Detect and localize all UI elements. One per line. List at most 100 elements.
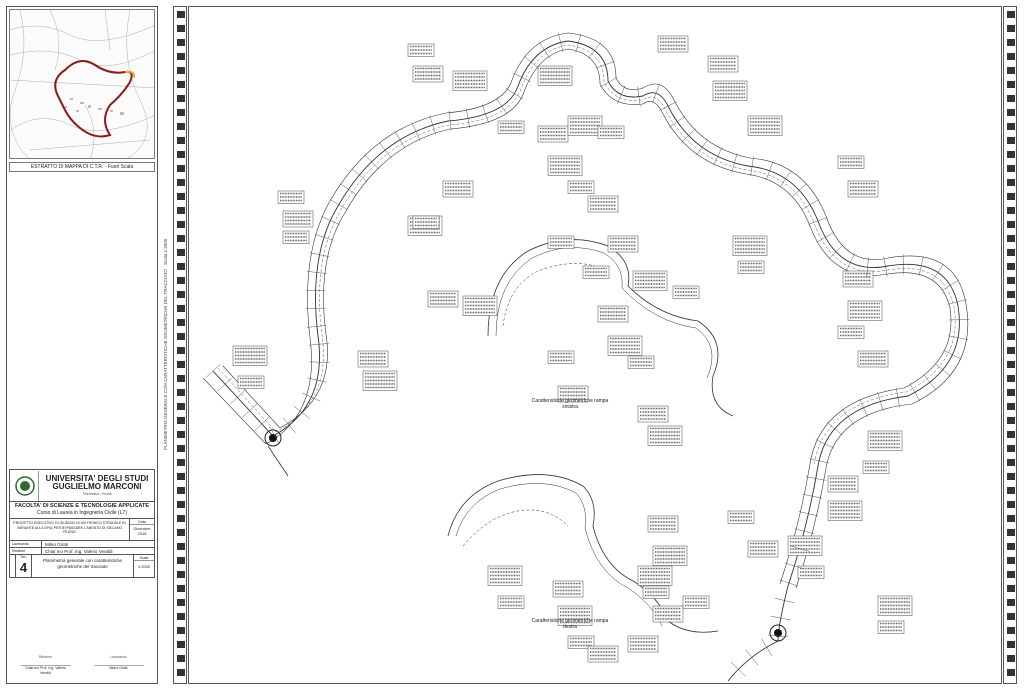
faculty-name: FACOLTA' DI SCIENZE E TECNOLOGIE APPLICA… [14, 503, 150, 509]
right-ramp-caption: Caratteristiche geometriche rampa destra [531, 618, 609, 630]
side-scale-text: Scala 1:2000 [163, 238, 168, 265]
data-table-block [707, 55, 739, 73]
data-table-block [827, 475, 859, 493]
drawing-frame [188, 6, 1002, 684]
data-table-block [282, 230, 310, 244]
table-description: Planimetria generale con caratteristiche… [32, 555, 134, 577]
data-table-block [552, 580, 584, 598]
university-row: UNIVERSITA' DEGLI STUDI GUGLIELMO MARCON… [10, 470, 154, 502]
data-table-block [747, 540, 779, 558]
scale-value: 1:2000 [137, 564, 151, 569]
advisor-signature-name: Chiar.mo Prof. Ing. Valerio Veraldi [20, 665, 71, 675]
cartouche-column: ESTRATTO DI MAPPA DI C.T.R. - Fuori Scal… [6, 6, 158, 684]
data-table-block [567, 635, 595, 649]
data-table-block [837, 155, 865, 169]
right-strip-ticks [1007, 11, 1015, 676]
data-table-block [237, 375, 265, 389]
data-table-block [412, 65, 444, 83]
roundabout-south [769, 624, 787, 642]
data-table-block [637, 565, 673, 586]
advisor-name: Chiar.mo Prof. Ing. Valerio Veraldi [45, 549, 113, 554]
road-plan-svg [202, 32, 970, 682]
data-table-block [547, 155, 583, 176]
student-signature: Laureando Mirko Girati [93, 655, 144, 681]
data-table-block [567, 115, 603, 136]
data-table-block [427, 290, 459, 308]
student-signature-role: Laureando [110, 655, 127, 659]
university-name: UNIVERSITA' DEGLI STUDI GUGLIELMO MARCON… [45, 474, 149, 491]
date-label: Data [130, 519, 154, 525]
project-row: PROGETTO ESECUTIVO DI GIUDIZIO DI UN TRO… [10, 519, 154, 541]
data-table-block [862, 460, 890, 474]
data-table-block [787, 535, 823, 556]
data-table-block [537, 65, 573, 86]
data-table-block [557, 385, 589, 403]
data-table-block [497, 595, 525, 609]
data-table-block [647, 425, 683, 446]
data-table-block [737, 260, 765, 274]
data-table-block [647, 515, 679, 533]
data-table-block [487, 565, 523, 586]
data-table-block [277, 190, 305, 204]
data-table-block [497, 120, 525, 134]
title-block: UNIVERSITA' DEGLI STUDI GUGLIELMO MARCON… [9, 469, 155, 578]
minimap-svg [10, 10, 154, 158]
student-name: Mirko Girati [45, 542, 69, 547]
data-table-block [462, 295, 498, 316]
data-table-block [232, 345, 268, 366]
left-ramp-alignment [487, 239, 734, 417]
data-table-block [642, 585, 670, 599]
advisor-role: Relatore [10, 548, 42, 554]
table-info-row: Tav. 4 Planimetria generale con caratter… [10, 555, 154, 577]
side-title: PLANIMETRIA GENERALE CON CARATTERISTICHE… [160, 269, 172, 450]
left-ramp-caption: Caratteristiche geometriche rampa sinist… [531, 398, 609, 410]
minimap-caption: ESTRATTO DI MAPPA DI C.T.R. - Fuori Scal… [9, 162, 155, 172]
side-scale: Scala 1:2000 [160, 225, 172, 265]
data-table-block [632, 270, 668, 291]
data-table-block [657, 35, 689, 53]
data-table-block [597, 305, 629, 323]
data-table-block [597, 125, 625, 139]
data-table-block [357, 350, 389, 368]
table-number: 4 [19, 560, 28, 575]
university-logo-icon [11, 471, 39, 501]
data-table-block [362, 370, 398, 391]
data-table-block [582, 265, 610, 279]
left-border-strip [173, 6, 187, 684]
data-table-block [877, 620, 905, 634]
data-table-block [837, 325, 865, 339]
data-table-block [567, 180, 595, 194]
data-table-block [557, 605, 593, 626]
data-table-block [842, 270, 874, 288]
scale-label: Scala [134, 555, 154, 561]
data-table-block [547, 350, 575, 364]
data-table-block [747, 115, 783, 136]
roundabout-west [264, 429, 289, 477]
project-title: PROGETTO ESECUTIVO DI GIUDIZIO DI UN TRO… [10, 519, 130, 540]
advisor-signature-role: Relatore [38, 655, 53, 659]
data-table-block [442, 180, 474, 198]
data-table-block [537, 125, 569, 143]
data-table-block [797, 565, 825, 579]
chainage-ticks [205, 32, 970, 677]
data-table-block [282, 210, 314, 228]
faculty-row: FACOLTA' DI SCIENZE E TECNOLOGIE APPLICA… [10, 502, 154, 519]
course-name: Corso di Laurea in Ingegneria Civile (L7… [37, 510, 127, 516]
road-plan-drawing: Caratteristiche geometriche rampa sinist… [188, 6, 1002, 684]
data-table-block [412, 215, 440, 229]
right-border-strip [1003, 6, 1017, 684]
data-table-block [627, 355, 655, 369]
main-alignment [202, 32, 969, 682]
data-table-block [652, 605, 684, 623]
data-table-block [407, 43, 435, 57]
data-table-block [607, 235, 639, 253]
data-table-block [732, 235, 768, 256]
data-table-block [682, 595, 710, 609]
university-subtitle: Telematica - Roma [82, 492, 112, 496]
left-strip-ticks [177, 11, 185, 676]
date-value: Dicembre 2016 [133, 526, 151, 536]
location-minimap [9, 9, 155, 159]
data-table-block [587, 195, 619, 213]
signatures: Relatore Chiar.mo Prof. Ing. Valerio Ver… [9, 655, 155, 681]
